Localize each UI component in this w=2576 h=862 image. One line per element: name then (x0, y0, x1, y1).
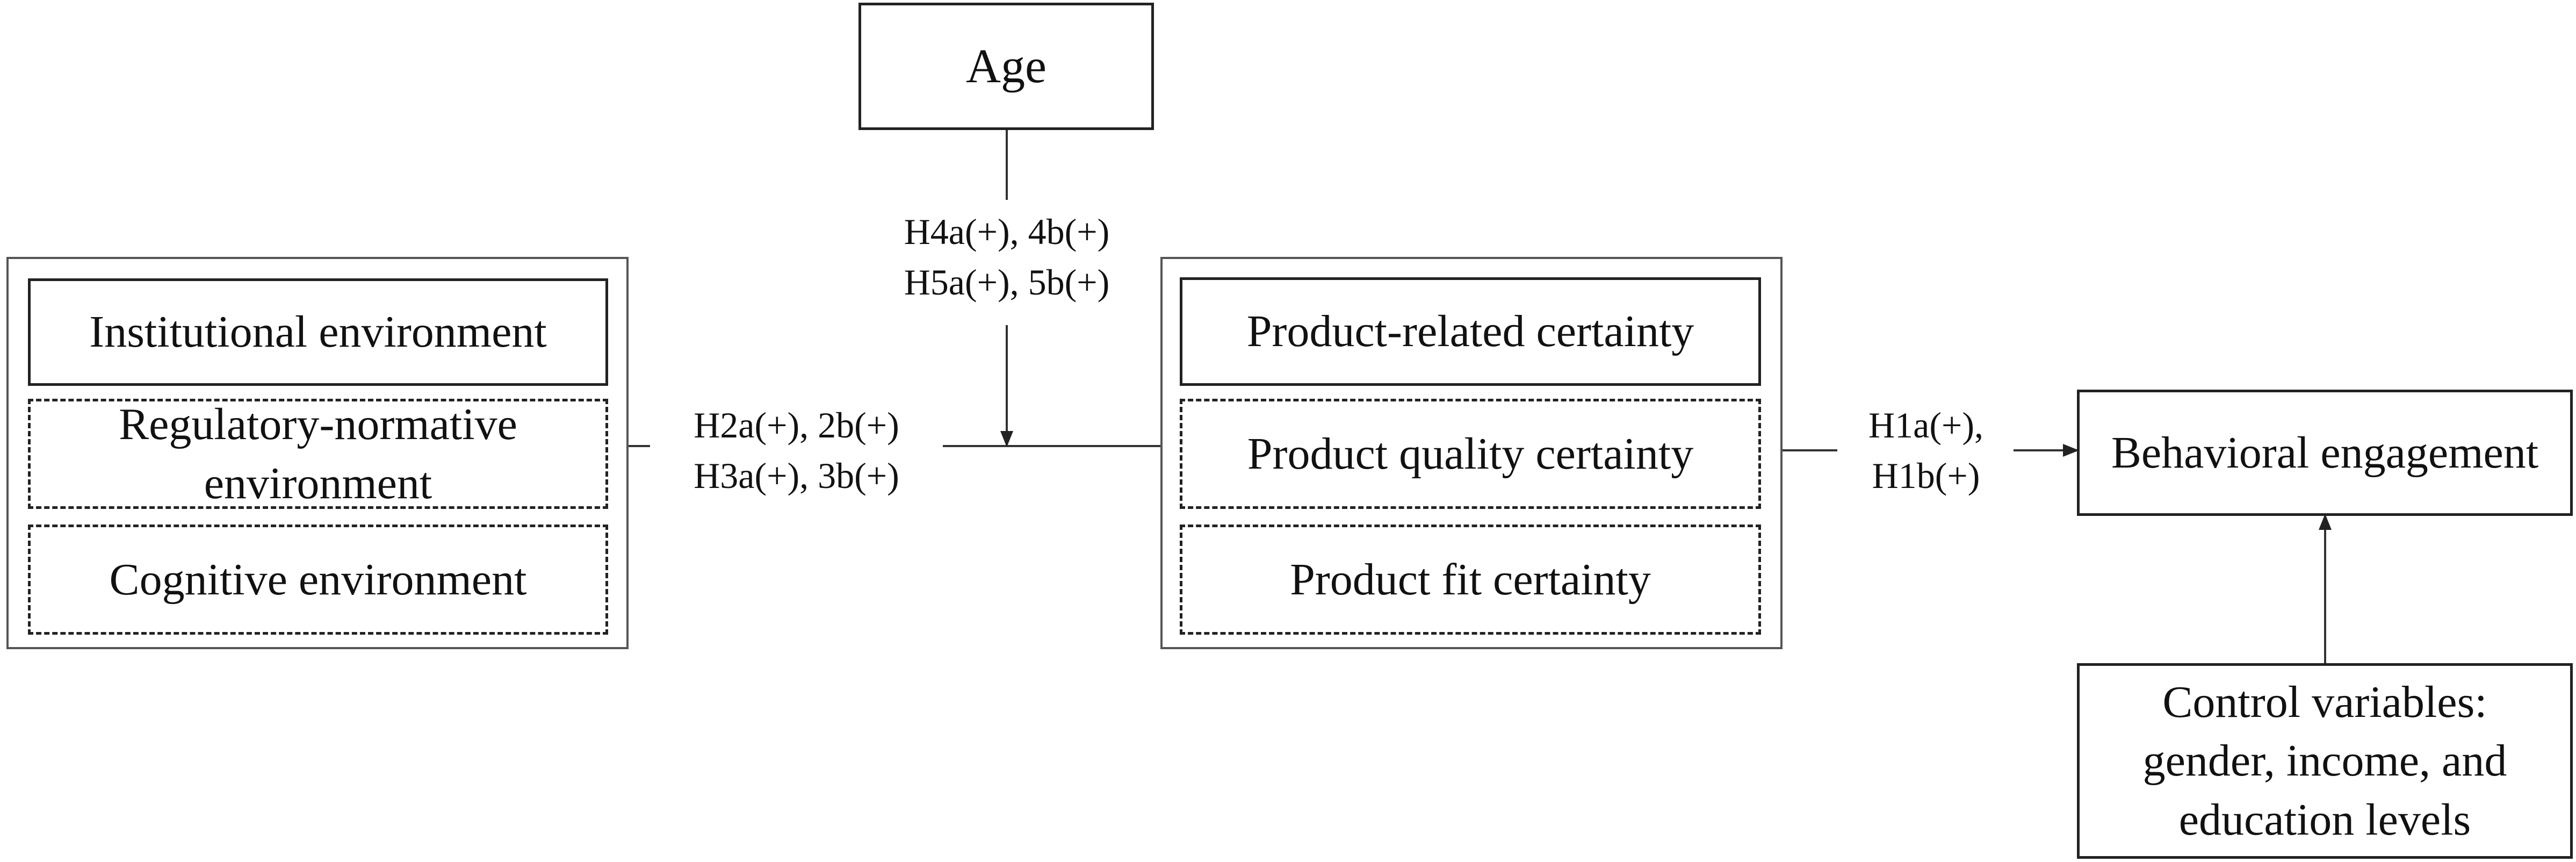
behavioral-engagement-box: Behavioral engagement (2077, 390, 2573, 516)
product-fit-certainty-box: Product fit certainty (1180, 525, 1761, 635)
age-label: Age (966, 40, 1047, 93)
env-to-certainty-hypotheses-label: H2a(+), 2b(+) H3a(+), 3b(+) (694, 405, 899, 496)
regulatory-normative-environment-box: Regulatory-normative environment (28, 399, 608, 509)
cognitive-environment-box: Cognitive environment (28, 525, 608, 635)
institutional-environment-group (6, 257, 629, 649)
certainty-to-engagement-hypotheses-label: H1a(+), H1b(+) (1868, 405, 1983, 496)
product-related-certainty-group (1160, 257, 1783, 649)
age-box: Age (858, 3, 1154, 130)
product-quality-certainty-box: Product quality certainty (1180, 399, 1761, 509)
moderation-hypotheses-label: H4a(+), 4b(+) H5a(+), 5b(+) (904, 211, 1110, 303)
product-related-certainty-header: Product-related certainty (1180, 277, 1761, 386)
institutional-environment-header: Institutional environment (28, 278, 608, 386)
control-variables-box: Control variables: gender, income, and e… (2077, 663, 2573, 859)
